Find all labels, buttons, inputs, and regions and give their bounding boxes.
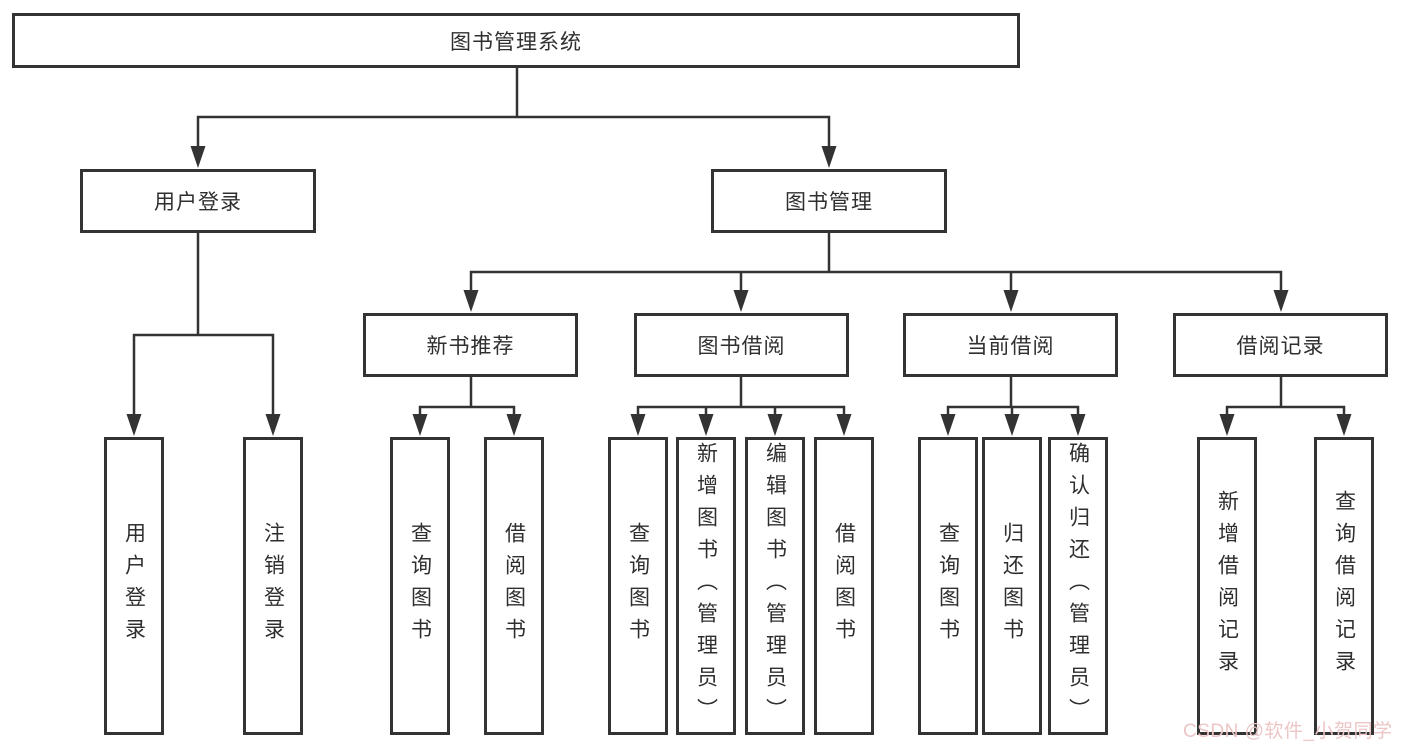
node-book-borrow-label: 图书借阅 <box>697 335 786 358</box>
arrowhead <box>412 414 428 436</box>
leaf-confirm-return-admin: 确认归还（管理员） <box>1048 437 1108 735</box>
arrowhead <box>265 414 281 436</box>
arrowhead <box>1273 290 1289 312</box>
connector-user-login-split <box>132 233 275 418</box>
leaf-add-books-admin: 新增图书（管理员） <box>676 437 736 735</box>
leaf-confirm-return-admin-label: 确认归还（管理员） <box>1066 442 1090 730</box>
arrowhead <box>733 290 749 312</box>
leaf-return-books-label: 归还图书 <box>1000 522 1024 650</box>
connector-book-borrow-split <box>636 377 846 418</box>
node-borrow-records: 借阅记录 <box>1173 313 1388 377</box>
arrowhead <box>698 414 714 436</box>
node-borrow-records-label: 借阅记录 <box>1236 335 1325 358</box>
node-user-login: 用户登录 <box>80 169 316 233</box>
arrowhead <box>940 414 956 436</box>
node-book-borrow: 图书借阅 <box>634 313 849 377</box>
arrowhead <box>821 146 837 168</box>
node-book-management: 图书管理 <box>711 169 947 233</box>
node-current-borrow: 当前借阅 <box>903 313 1118 377</box>
connector-new-book-split <box>418 377 516 418</box>
leaf-borrow-books-recommend: 借阅图书 <box>484 437 544 735</box>
arrowhead <box>630 414 646 436</box>
leaf-query-books-recommend-label: 查询图书 <box>408 522 432 650</box>
arrowhead <box>836 414 852 436</box>
arrowhead <box>1003 290 1019 312</box>
connector-book-mgmt-split <box>469 233 1283 294</box>
leaf-query-borrow-record-label: 查询借阅记录 <box>1332 490 1356 682</box>
arrowhead <box>463 290 479 312</box>
arrowhead <box>1336 414 1352 436</box>
arrowhead <box>1004 414 1020 436</box>
leaf-user-login: 用户登录 <box>104 437 164 735</box>
connector-current-borrow-split <box>946 377 1080 418</box>
leaf-borrow-books: 借阅图书 <box>814 437 874 735</box>
csdn-watermark: CSDN @软件_小贺同学 <box>1183 721 1393 742</box>
leaf-edit-books-admin-label: 编辑图书（管理员） <box>763 442 787 730</box>
leaf-edit-books-admin: 编辑图书（管理员） <box>745 437 805 735</box>
node-new-book-recommend: 新书推荐 <box>363 313 578 377</box>
node-root: 图书管理系统 <box>12 13 1020 68</box>
node-current-borrow-label: 当前借阅 <box>966 335 1055 358</box>
leaf-logout-label: 注销登录 <box>261 522 285 650</box>
arrowhead <box>1070 414 1086 436</box>
leaf-query-books-current: 查询图书 <box>918 437 978 735</box>
arrowhead <box>126 414 142 436</box>
node-new-book-recommend-label: 新书推荐 <box>426 335 515 358</box>
connector-root-split <box>196 68 831 150</box>
leaf-user-login-label: 用户登录 <box>122 522 146 650</box>
node-user-login-label: 用户登录 <box>154 191 242 214</box>
leaf-add-books-admin-label: 新增图书（管理员） <box>694 442 718 730</box>
arrowhead <box>190 146 206 168</box>
leaf-add-borrow-record: 新增借阅记录 <box>1197 437 1257 735</box>
arrowhead <box>506 414 522 436</box>
leaf-query-books-current-label: 查询图书 <box>936 522 960 650</box>
leaf-query-books-borrow-label: 查询图书 <box>626 522 650 650</box>
node-book-management-label: 图书管理 <box>785 191 873 214</box>
leaf-query-books-borrow: 查询图书 <box>608 437 668 735</box>
connector-borrow-records-split <box>1225 377 1346 418</box>
arrowhead <box>767 414 783 436</box>
leaf-return-books: 归还图书 <box>982 437 1042 735</box>
arrowhead <box>1219 414 1235 436</box>
leaf-borrow-books-recommend-label: 借阅图书 <box>502 522 526 650</box>
node-root-label: 图书管理系统 <box>450 30 582 54</box>
leaf-borrow-books-label: 借阅图书 <box>832 522 856 650</box>
leaf-add-borrow-record-label: 新增借阅记录 <box>1215 490 1239 682</box>
leaf-logout: 注销登录 <box>243 437 303 735</box>
leaf-query-books-recommend: 查询图书 <box>390 437 450 735</box>
leaf-query-borrow-record: 查询借阅记录 <box>1314 437 1374 735</box>
